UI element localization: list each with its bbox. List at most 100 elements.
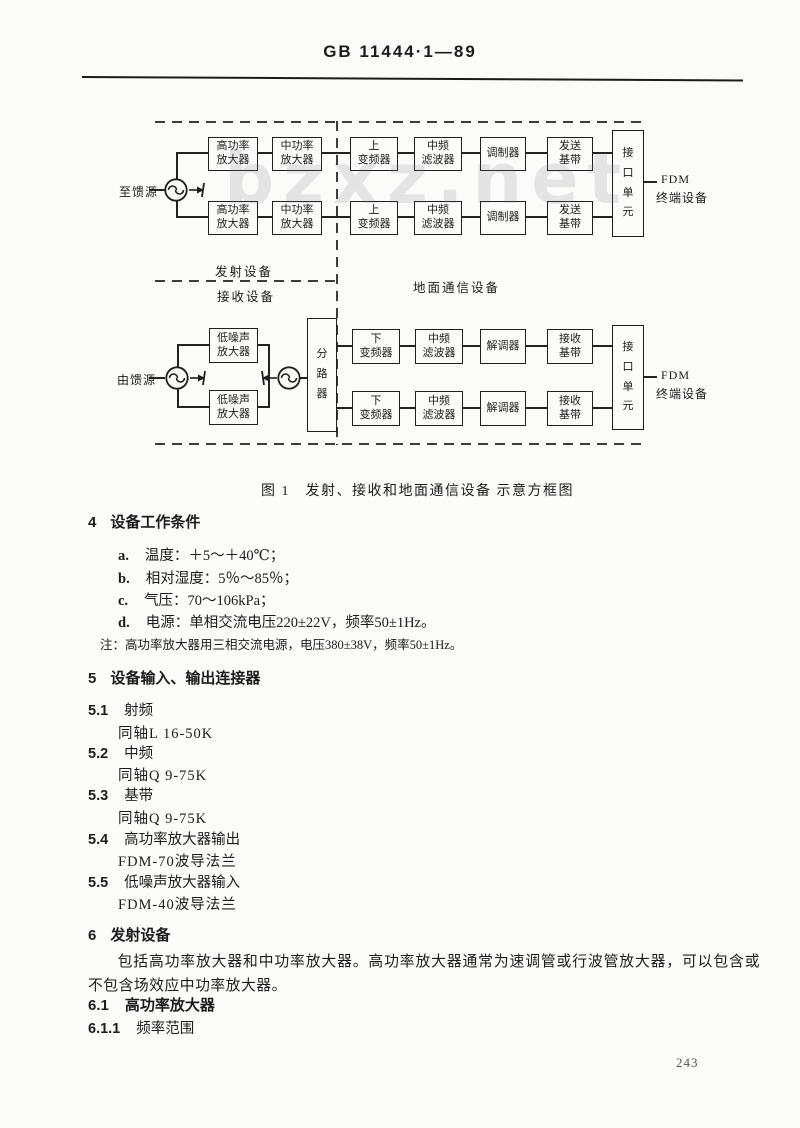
line <box>524 216 547 218</box>
block-label: 调制器 <box>486 147 520 160</box>
block-upconverter: 上 变频器 <box>350 137 398 171</box>
line <box>461 407 480 409</box>
circulator-icon <box>164 178 188 202</box>
block-label: 变频器 <box>359 346 393 359</box>
line <box>398 345 415 347</box>
block-label: 滤波器 <box>421 154 455 166</box>
block-label: 滤波器 <box>422 408 456 421</box>
block-tx-baseband: 发送 基带 <box>547 201 593 235</box>
block-if-filter: 中频 滤波器 <box>414 137 462 171</box>
block-label: 基带 <box>559 346 581 359</box>
block-label: 高功率 <box>216 140 250 153</box>
block-label: 上 <box>368 140 380 153</box>
connector-detail: 同轴Q 9-75K <box>118 768 208 784</box>
section-6-paragraph: 包括高功率放大器和中功率放大器。高功率放大器通常为速调管或行波管放大器，可以包含… <box>88 954 760 994</box>
line <box>177 406 209 408</box>
antenna-port-icon <box>189 182 205 198</box>
block-label: 分路器 <box>316 348 328 400</box>
line <box>335 345 352 347</box>
circulator-icon <box>277 366 301 390</box>
block-label: 放大器 <box>217 345 250 358</box>
line <box>591 152 612 154</box>
block-label: 变频器 <box>357 154 391 166</box>
section-4-note: 注：高功率放大器用三相交流电源，电压380±38V，频率50±1Hz。 <box>100 638 463 652</box>
block-label: 低噪声 <box>217 393 250 406</box>
section-title: 设备输入、输出连接器 <box>110 670 261 687</box>
block-downconverter: 下 变频器 <box>352 329 400 364</box>
line <box>524 152 547 154</box>
block-tx-baseband: 发送 基带 <box>547 137 593 171</box>
figure-caption: 图 1 发射、接收和地面通信设备 示意方框图 <box>261 484 574 499</box>
fdm-line: 终端设备 <box>656 387 709 402</box>
dashed-line-top <box>155 121 646 123</box>
subsection-number: 5.2 <box>88 746 109 762</box>
antenna-port-icon <box>261 370 277 386</box>
dashed-line-vertical-divider <box>336 121 338 445</box>
line <box>591 216 612 218</box>
standard-number: GB 11444·1—89 <box>323 42 477 61</box>
block-label: 滤波器 <box>422 346 456 359</box>
line <box>591 407 612 409</box>
subsection-number: 5.3 <box>88 788 109 804</box>
block-label: 中功率 <box>280 204 314 217</box>
condition-item: c.气压：70～106kPa； <box>118 589 275 610</box>
block-label: 上 <box>368 204 380 217</box>
block-downconverter: 下 变频器 <box>352 391 400 426</box>
block-modulator: 调制器 <box>480 201 526 235</box>
block-label: 中频 <box>427 140 449 153</box>
connector-detail: FDM-40波导法兰 <box>118 897 237 913</box>
block-hpa: 高功率 放大器 <box>208 137 258 171</box>
block-label: 中频 <box>427 204 449 217</box>
line <box>460 152 480 154</box>
block-label: 下 <box>370 394 382 407</box>
region-label-rx-equipment: 接收设备 <box>217 290 276 304</box>
block-demodulator: 解调器 <box>480 391 526 426</box>
block-if-filter: 中频 滤波器 <box>415 391 463 426</box>
line <box>642 376 657 378</box>
item-letter: d. <box>118 615 130 631</box>
line <box>460 216 480 218</box>
subsection-number: 5.5 <box>88 875 109 891</box>
block-label: 放大器 <box>280 154 314 166</box>
block-label: 中频 <box>428 394 450 407</box>
line <box>176 152 209 154</box>
subsection-5-2: 5.2 中频 <box>88 742 153 763</box>
block-modulator: 调制器 <box>480 137 526 171</box>
line <box>320 152 350 154</box>
block-if-filter: 中频 滤波器 <box>414 201 462 235</box>
line <box>396 152 414 154</box>
section-number: 6 <box>88 927 97 944</box>
connector-detail: 同轴Q 9-75K <box>118 811 208 827</box>
item-text: 相对湿度：5％～85％； <box>145 571 298 587</box>
connector-detail: FDM-70波导法兰 <box>118 854 237 870</box>
line <box>256 152 272 154</box>
block-label: 基带 <box>559 154 581 166</box>
block-demodulator: 解调器 <box>480 329 526 364</box>
region-label-tx-equipment: 发射设备 <box>215 265 274 279</box>
fdm-line: 终端设备 <box>656 191 709 206</box>
section-title: 设备工作条件 <box>110 514 201 531</box>
condition-item: a.温度：＋5～＋40℃； <box>118 544 284 565</box>
block-label: 高功率 <box>216 204 250 217</box>
line <box>335 407 352 409</box>
subsection-title: 中频 <box>124 746 154 762</box>
condition-item: d.电源：单相交流电压220±22V，频率50±1Hz。 <box>118 611 436 632</box>
item-letter: a. <box>118 548 129 564</box>
circulator-icon <box>165 366 189 390</box>
block-label: 发送 <box>559 204 581 217</box>
block-label: 放大器 <box>216 154 250 166</box>
to-feed-label: 至馈源 <box>119 185 159 199</box>
subsection-title: 高功率放大器输出 <box>124 832 241 848</box>
line <box>256 344 269 346</box>
line <box>398 407 415 409</box>
subsection-title: 频率范围 <box>136 1021 195 1037</box>
item-text: 气压：70～106kPa； <box>144 593 275 609</box>
